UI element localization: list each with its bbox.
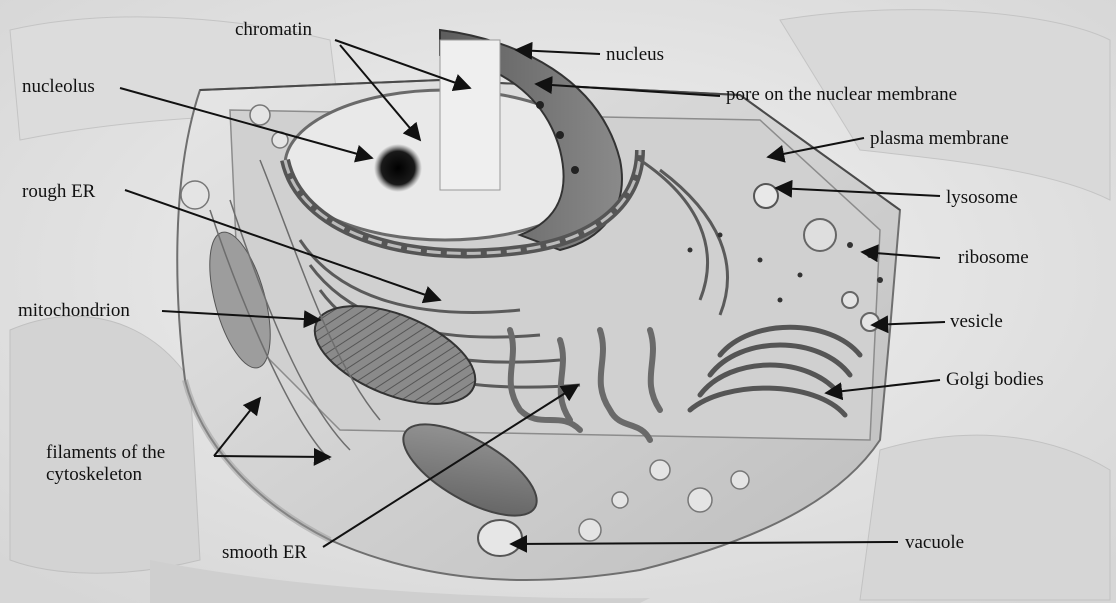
label-mitochondrion: mitochondrion bbox=[18, 300, 130, 322]
label-vesicle: vesicle bbox=[950, 311, 1003, 333]
label-pore-nuclear-membrane: pore on the nuclear membrane bbox=[726, 84, 957, 106]
label-chromatin: chromatin bbox=[235, 19, 312, 41]
label-filaments-cytoskeleton: filaments of the cytoskeleton bbox=[46, 442, 165, 486]
label-nucleus: nucleus bbox=[606, 44, 664, 66]
label-golgi-bodies: Golgi bodies bbox=[946, 369, 1044, 391]
label-vacuole: vacuole bbox=[905, 532, 964, 554]
label-filaments-line1: filaments of the bbox=[46, 442, 165, 464]
label-ribosome: ribosome bbox=[958, 247, 1029, 269]
label-plasma-membrane: plasma membrane bbox=[870, 128, 1009, 150]
label-smooth-er: smooth ER bbox=[222, 542, 307, 564]
label-nucleolus: nucleolus bbox=[22, 76, 95, 98]
label-lysosome: lysosome bbox=[946, 187, 1018, 209]
label-rough-er: rough ER bbox=[22, 181, 95, 203]
label-filaments-line2: cytoskeleton bbox=[46, 464, 165, 486]
